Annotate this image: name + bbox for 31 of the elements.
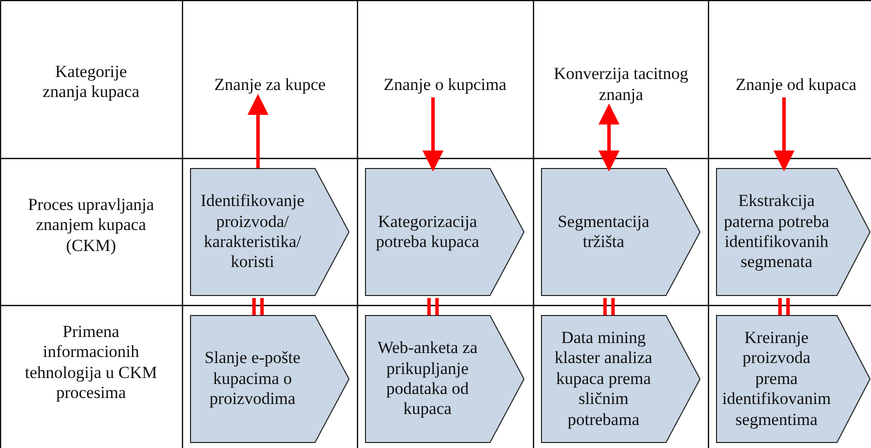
arrow (774, 97, 794, 172)
process-text: Slanje e-pošte kupacima o proizvodima (204, 348, 302, 410)
column-header-text: Znanje o kupcima (365, 75, 525, 96)
process-text: Kategorizacija potreba kupaca (374, 212, 480, 252)
double-line-connector (778, 296, 790, 317)
column-header-text: Znanje od kupaca (716, 75, 871, 96)
double-line-connector (252, 296, 264, 317)
double-line-connector (603, 296, 615, 317)
column-header-text: Konverzija tacitnog znanja (541, 64, 701, 105)
arrow (422, 97, 444, 172)
row-header-text: Kategorije znanja kupaca (42, 62, 140, 103)
process-text: Web-anketa za prikupljanje podataka od kupaca (376, 338, 479, 420)
pentagon-box (716, 168, 871, 296)
double-headed-arrow (598, 104, 620, 172)
pentagon-box (190, 315, 350, 443)
process-text: Kreiranje proizvoda prema identifikovanim segmentima (721, 328, 832, 430)
row-header-text: Primena informacionih tehnologija u CKM procesima (24, 322, 158, 404)
arrow (248, 94, 268, 168)
pentagon-box (365, 168, 525, 296)
pentagon-box (365, 315, 525, 443)
process-text: Identifikovanje proizvoda/ karakteristika/ koristi (200, 191, 306, 273)
row-header-text: Proces upravljanja znanjem kupaca (CKM) (26, 195, 156, 256)
process-text: Segmentacija tržišta (556, 212, 650, 252)
double-line-connector (427, 296, 439, 317)
process-text: Ekstrakcija paterna potreba identifikovanih segmenata (722, 191, 830, 273)
pentagon-box (190, 168, 350, 296)
process-text: Data mining klaster analiza kupaca prema sličnim potrebama (554, 328, 654, 430)
pentagon-box (541, 315, 701, 443)
pentagon-box (716, 315, 871, 443)
column-header-text: Znanje za kupce (190, 75, 350, 96)
pentagon-box (541, 168, 701, 296)
